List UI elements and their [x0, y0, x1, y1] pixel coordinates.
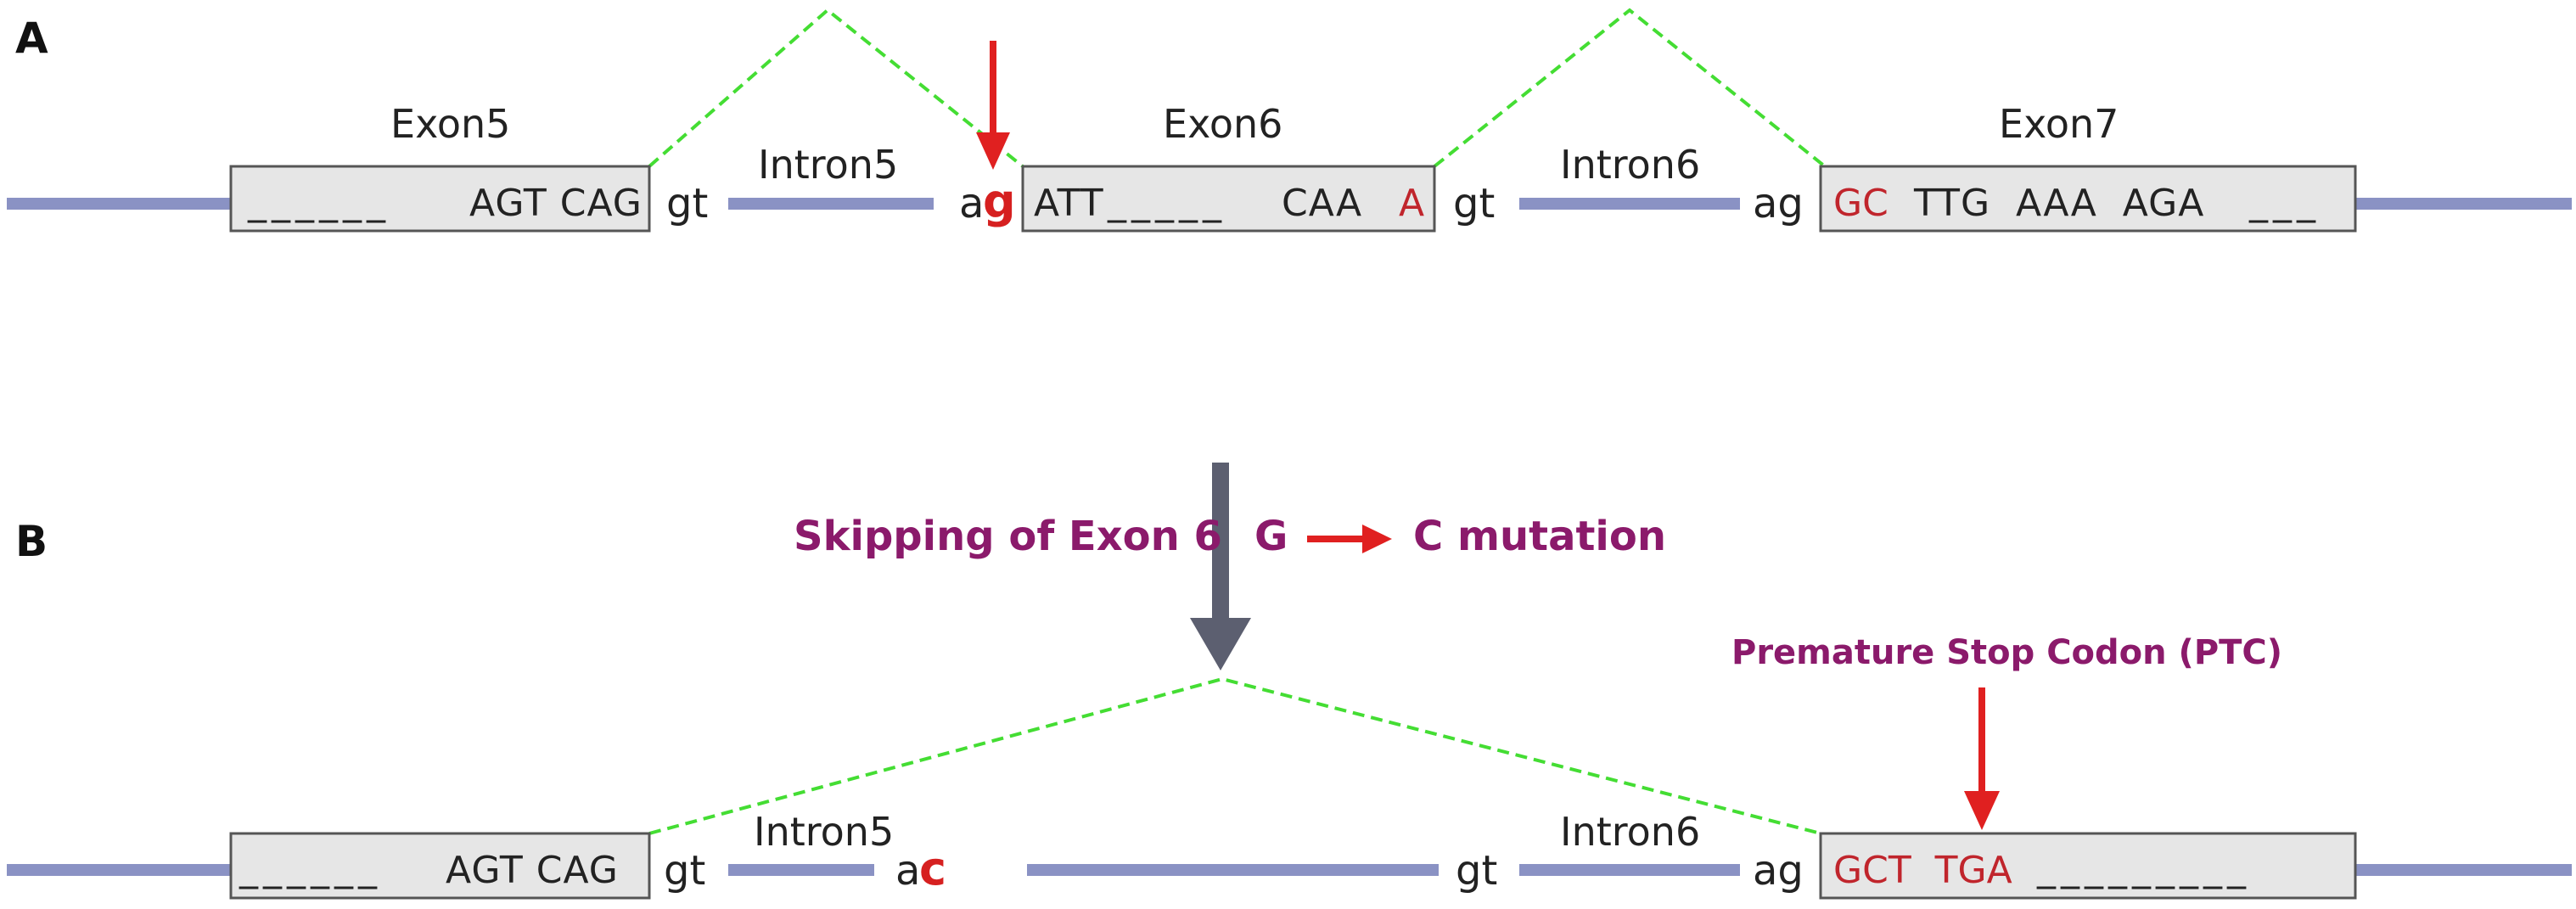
panel-a-mutation-arrow [976, 41, 1010, 170]
panel-a-exon7-box [1819, 165, 2357, 233]
panel-a-exon7-red-seq: GC [1833, 182, 1889, 225]
panel-b-exon7-box [1819, 832, 2357, 900]
panel-a-exon6-seq-start: ATT [1034, 182, 1104, 225]
panel-a-intron6-acceptor: ag [1753, 180, 1804, 227]
panel-b-exon7-dashes: _________ [2036, 846, 2251, 889]
panel-b-ptc-arrow [1964, 687, 2000, 830]
panel-a-exon5-label: Exon5 [390, 101, 510, 147]
panel-a-label: A [15, 14, 48, 63]
panel-a-intron5-label: Intron5 [758, 142, 898, 188]
panel-b-mutation-arrow [1307, 525, 1392, 553]
panel-a-intron5-acceptor-a: a [959, 180, 984, 227]
panel-b-exon5-dashes: ______ [239, 846, 382, 889]
panel-a-splice-lines [648, 8, 1827, 168]
panel-b-intron6-donor: gt [1456, 847, 1497, 895]
panel-b-intron5-acceptor-c: c [919, 842, 946, 895]
panel-b-intron5-donor: gt [664, 847, 705, 895]
panel-b-intron5-acceptor-a: a [895, 847, 920, 895]
panel-b-label: B [15, 517, 48, 566]
panel-b-mutation-from: G [1254, 513, 1288, 560]
panel-b-ptc-text: Premature Stop Codon (PTC) [1731, 633, 2282, 672]
panel-b-mutation-to: C mutation [1413, 513, 1666, 560]
panel-b-intron6-acceptor: ag [1753, 847, 1804, 895]
panel-a-intron5-donor: gt [666, 180, 708, 227]
panel-a-exon7-dashes: ___ [2248, 180, 2321, 223]
panel-a-splice-exon5-exon6 [648, 8, 1024, 168]
panel-a-exon6-label: Exon6 [1163, 101, 1282, 147]
panel-a-exon7-seq: TTG AAA AGA [1913, 182, 2204, 225]
panel-b-intron5-label: Intron5 [754, 809, 894, 855]
panel-a-exon6-last-base: A [1399, 182, 1424, 225]
panel-a-intron5-acceptor-g: g [983, 175, 1016, 228]
panel-a-exon6-dashes: _____ [1107, 180, 1226, 223]
panel-b-intron6-label: Intron6 [1560, 809, 1700, 855]
panel-a-exon5-box [229, 165, 651, 233]
panel-a-intron6-label: Intron6 [1560, 142, 1700, 188]
panel-b-skip-arrow [1190, 463, 1251, 671]
panel-b-skip-text: Skipping of Exon 6 [794, 513, 1222, 560]
panel-a-exon7-label: Exon7 [1999, 101, 2119, 147]
panel-a-splice-exon6-exon7 [1433, 8, 1827, 168]
panel-b-exon5-seq: AGT CAG [446, 849, 619, 892]
panel-a-intron6-donor: gt [1453, 180, 1495, 227]
panel-a-exon6-seq-end: CAA [1282, 182, 1362, 225]
panel-b-splice-lines [648, 676, 1821, 835]
panel-b-exon5-box [229, 832, 651, 900]
panel-a-exon5-seq: AGT CAG [469, 182, 643, 225]
panel-b-exon7-red-seq: GCT TGA [1833, 849, 2012, 892]
panel-a-exon6-box [1021, 165, 1436, 233]
panel-a-exon5-dashes: ______ [247, 180, 390, 223]
panel-b-splice-exon5-exon7 [648, 676, 1821, 835]
